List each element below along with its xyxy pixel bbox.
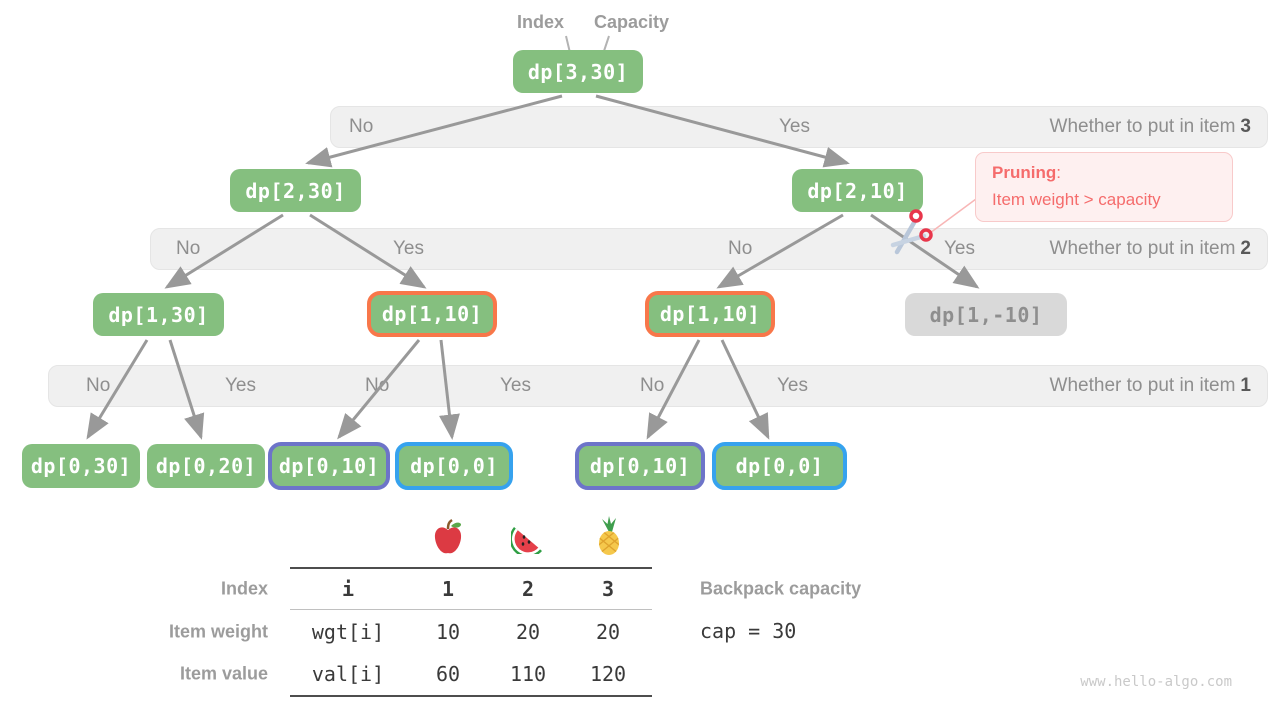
table-rule-bottom bbox=[290, 695, 652, 697]
capacity-pointer-label: Capacity bbox=[594, 12, 670, 32]
dp-node-1-10-a: dp[1,10] bbox=[367, 291, 497, 337]
table-weight-cell: 10 bbox=[435, 620, 461, 644]
table-row-label-value: Item value bbox=[179, 663, 268, 684]
band-label: No bbox=[349, 116, 374, 137]
band-item-number: 2 bbox=[1240, 238, 1251, 259]
pruning-description: Item weight > capacity bbox=[992, 190, 1161, 209]
band-label: Yes bbox=[500, 375, 531, 396]
scissors-icon bbox=[890, 209, 933, 255]
band-label: Yes bbox=[779, 116, 810, 137]
dp-node-2-30: dp[2,30] bbox=[230, 169, 361, 212]
table-value-cell: 110 bbox=[509, 662, 547, 686]
pineapple-icon bbox=[599, 516, 619, 555]
dp-node-0-0-b: dp[0,0] bbox=[712, 442, 847, 490]
table-weight-cell: wgt[i] bbox=[311, 620, 385, 644]
dp-node-root: dp[3,30] bbox=[513, 50, 643, 93]
dp-node-2-10: dp[2,10] bbox=[792, 169, 923, 212]
table-header-cell: 1 bbox=[441, 577, 455, 601]
table-weight-cell: 20 bbox=[515, 620, 541, 644]
backpack-capacity-value: cap = 30 bbox=[700, 619, 797, 643]
table-header-cell: 3 bbox=[601, 577, 615, 601]
band-item-number: 1 bbox=[1240, 375, 1251, 396]
pruning-callout: Pruning: Item weight > capacity bbox=[975, 152, 1233, 222]
band-label: Yes bbox=[393, 238, 424, 259]
table-weight-cell: 20 bbox=[595, 620, 621, 644]
dp-node-1-10-b: dp[1,10] bbox=[645, 291, 775, 337]
band-label: No bbox=[176, 238, 201, 259]
backpack-capacity-label: Backpack capacity bbox=[700, 578, 862, 599]
pruning-title-line: Pruning: bbox=[992, 163, 1232, 183]
table-value-cell: 60 bbox=[435, 662, 461, 686]
dp-node-0-20: dp[0,20] bbox=[147, 444, 265, 488]
table-row-label-index: Index bbox=[220, 578, 268, 599]
band-label: Yes bbox=[944, 238, 975, 259]
band-label: No bbox=[640, 375, 665, 396]
table-value-cell: 120 bbox=[589, 662, 627, 686]
index-pointer-label: Index bbox=[517, 12, 565, 32]
band-label: No bbox=[728, 238, 753, 259]
band-question-text: Whether to put in item bbox=[1049, 116, 1236, 137]
band-label: No bbox=[365, 375, 390, 396]
band-label: Yes bbox=[777, 375, 808, 396]
dp-node-0-10-a: dp[0,10] bbox=[268, 442, 390, 490]
table-header-cell: i bbox=[341, 577, 355, 601]
watermark: www.hello-algo.com bbox=[1080, 674, 1232, 690]
table-rule-top bbox=[290, 567, 652, 569]
dp-node-1-30: dp[1,30] bbox=[93, 293, 224, 336]
band-question-text: Whether to put in item bbox=[1049, 375, 1236, 396]
dp-node-0-10-b: dp[0,10] bbox=[575, 442, 705, 490]
decision-band-item1: No Yes No Yes No Yes Whether to put in i… bbox=[48, 365, 1268, 407]
band-item-number: 3 bbox=[1240, 116, 1251, 137]
band-label: No bbox=[86, 375, 111, 396]
table-row-label-weight: Item weight bbox=[168, 621, 268, 642]
dp-node-0-30: dp[0,30] bbox=[22, 444, 140, 488]
dp-node-0-0-a: dp[0,0] bbox=[395, 442, 513, 490]
table-header-cell: 2 bbox=[521, 577, 535, 601]
pruning-title: Pruning bbox=[992, 163, 1057, 182]
watermelon-icon bbox=[511, 527, 542, 554]
band-label: Yes bbox=[225, 375, 256, 396]
table-rule-middle bbox=[290, 609, 652, 610]
pruning-colon: : bbox=[1056, 163, 1061, 182]
table-value-cell: val[i] bbox=[311, 662, 385, 686]
band-question-text: Whether to put in item bbox=[1049, 238, 1236, 259]
apple-icon bbox=[434, 518, 462, 554]
dp-node-1-neg10: dp[1,-10] bbox=[905, 293, 1067, 336]
